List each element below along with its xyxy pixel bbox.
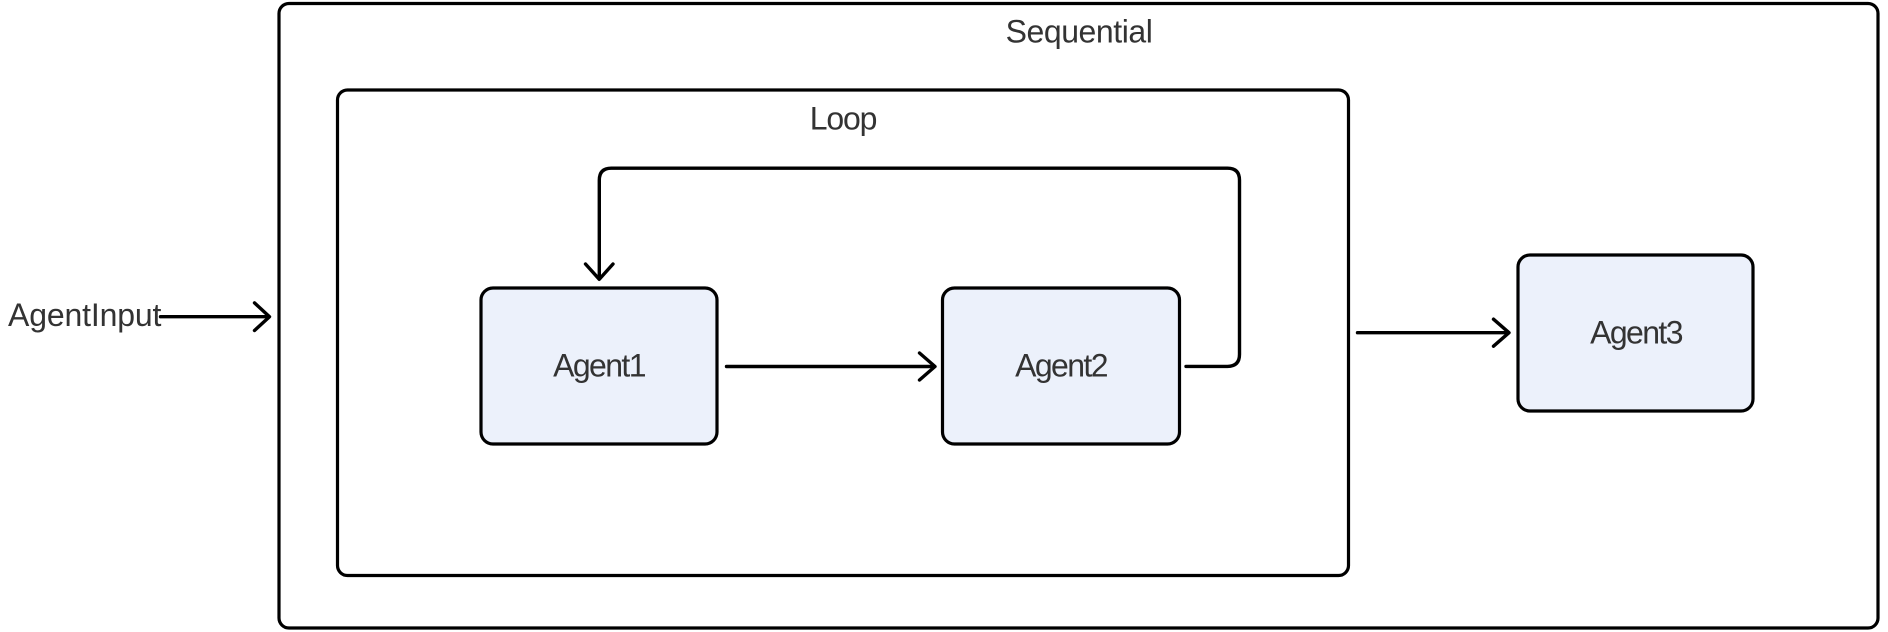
svg-text:Sequential: Sequential	[1006, 13, 1153, 49]
svg-text:Agent3: Agent3	[1590, 315, 1683, 351]
svg-text:Loop: Loop	[810, 101, 877, 137]
svg-text:Agent1: Agent1	[553, 348, 646, 384]
svg-text:AgentInput: AgentInput	[8, 297, 162, 333]
svg-text:Agent2: Agent2	[1015, 348, 1108, 384]
